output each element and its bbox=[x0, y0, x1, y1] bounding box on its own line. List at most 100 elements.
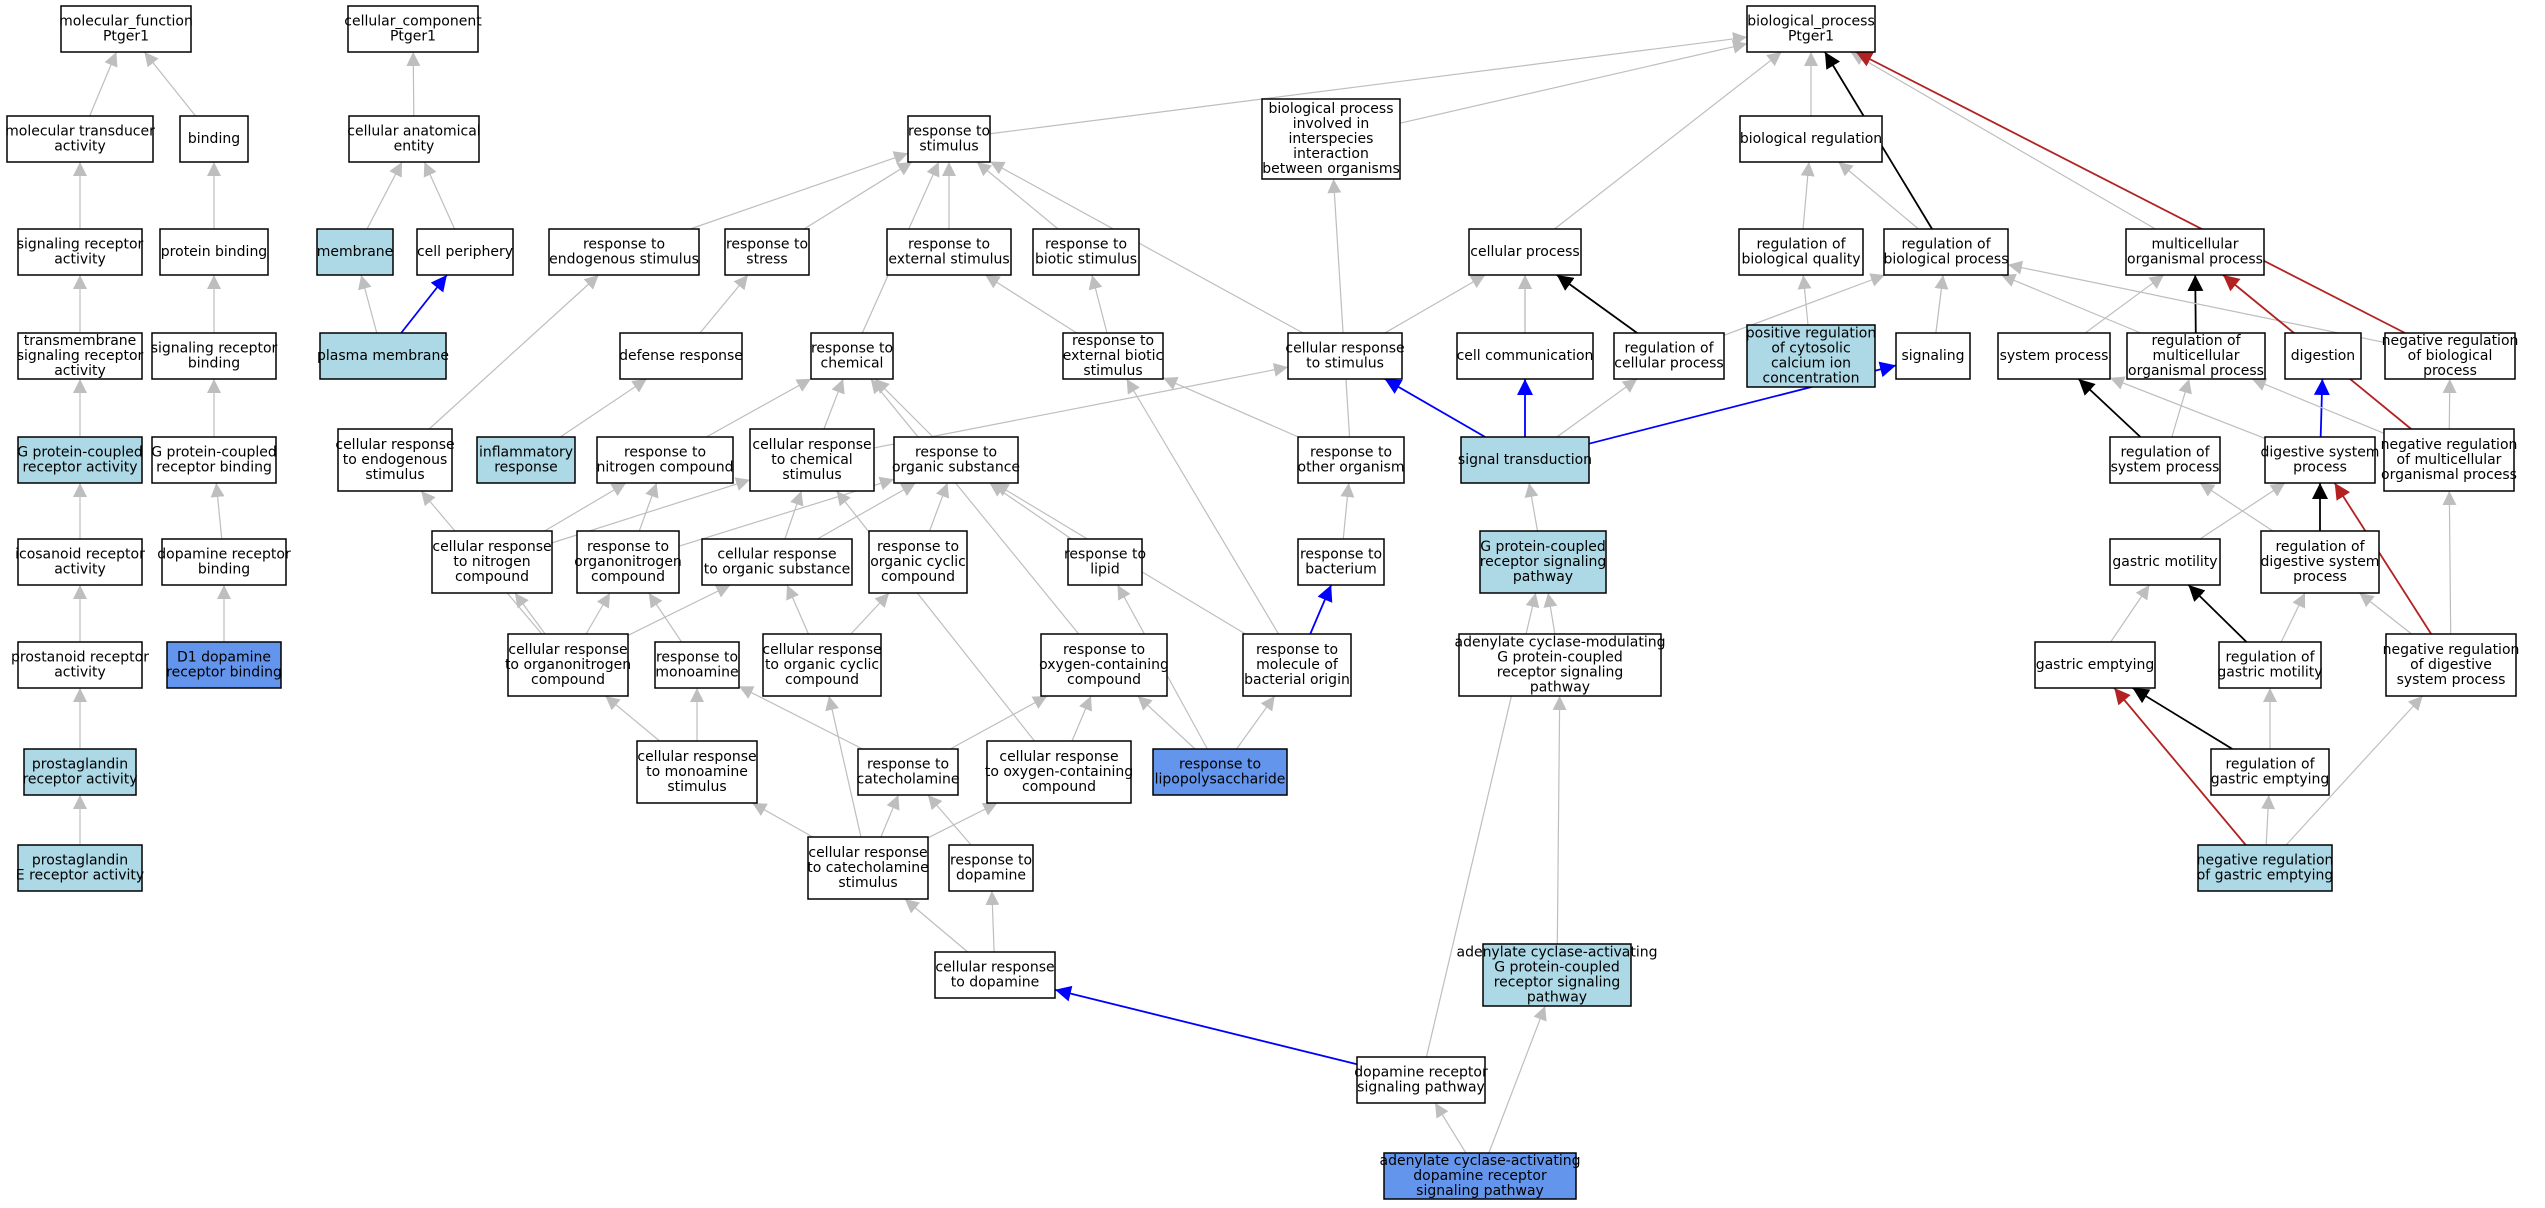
node-label: interspecies bbox=[1289, 131, 1374, 147]
node-label: response to bbox=[656, 650, 738, 666]
edge-rtbact-to-rtoo bbox=[1340, 482, 1355, 540]
node-label: endogenous stimulus bbox=[549, 252, 699, 268]
node-box bbox=[1468, 228, 1582, 276]
go-term-node: signal transduction bbox=[1458, 436, 1592, 484]
go-term-node: gastric emptying bbox=[2034, 641, 2156, 689]
node-label: process bbox=[2293, 569, 2347, 585]
node-box bbox=[166, 641, 282, 689]
node-label: icosanoid receptor bbox=[15, 547, 145, 563]
node-label: cellular response bbox=[999, 749, 1118, 765]
node-box bbox=[507, 633, 629, 697]
edge-defr-to-rtstress bbox=[699, 274, 749, 334]
node-box bbox=[576, 530, 680, 594]
node-label: response to bbox=[1179, 757, 1261, 773]
node-box bbox=[2126, 332, 2266, 380]
node-label: E receptor activity bbox=[16, 868, 144, 884]
node-box bbox=[2210, 748, 2330, 796]
go-term-node: gastric motility bbox=[2109, 538, 2221, 586]
node-label: D1 dopamine bbox=[177, 650, 271, 666]
node-label: to oxygen-containing bbox=[985, 764, 1133, 780]
edge-cronc-to-cros bbox=[627, 584, 731, 636]
node-box bbox=[2385, 633, 2517, 697]
node-label: response to bbox=[1310, 445, 1392, 461]
node-label: biological quality bbox=[1741, 252, 1860, 268]
node-box bbox=[596, 436, 734, 484]
node-label: response to bbox=[877, 539, 959, 555]
edge-crcat-to-rtcat bbox=[880, 794, 900, 838]
edge-rgm-to-gmot bbox=[2187, 584, 2248, 643]
edge-crcs-to-rtchem bbox=[823, 378, 845, 430]
edge-mta-to-mf bbox=[89, 51, 118, 117]
node-box bbox=[1458, 633, 1662, 697]
node-label: molecular transducer bbox=[5, 124, 155, 140]
edge-rtonc-to-rtnc bbox=[638, 482, 659, 532]
edge-rtoo-to-rtebs bbox=[1162, 377, 1299, 438]
edge-rtes-to-rts bbox=[689, 151, 909, 230]
node-box bbox=[2284, 332, 2362, 380]
edge-rtocc-to-rtos bbox=[928, 482, 950, 532]
node-label: cellular response bbox=[508, 642, 627, 658]
edge-drb-to-gpcrb bbox=[210, 482, 225, 540]
node-label: signaling pathway bbox=[1416, 1183, 1544, 1199]
node-box bbox=[316, 228, 394, 276]
node-label: stimulus bbox=[1083, 363, 1142, 379]
node-label: organismal process bbox=[2127, 252, 2263, 268]
node-label: organonitrogen bbox=[574, 554, 682, 570]
node-label: system process bbox=[2111, 460, 2220, 476]
node-label: Ptger1 bbox=[1788, 29, 1834, 45]
node-label: cell communication bbox=[1457, 348, 1594, 364]
edge-rbp-to-breg bbox=[1838, 161, 1919, 230]
node-label: molecule of bbox=[1256, 657, 1339, 673]
edge-crocc-to-cros bbox=[786, 584, 810, 635]
node-label: activity bbox=[54, 665, 106, 681]
node-layer: molecular_functionPtger1cellular_compone… bbox=[5, 5, 2519, 1200]
edge-nrbp-to-bp bbox=[1855, 51, 2406, 334]
node-label: response to bbox=[950, 853, 1032, 869]
edge-cproc-to-bp bbox=[1554, 51, 1782, 230]
node-label: gastric emptying bbox=[2211, 772, 2330, 788]
node-label: system process bbox=[2000, 348, 2109, 364]
node-box bbox=[986, 740, 1132, 804]
node-box bbox=[1261, 98, 1401, 180]
edge-gemp-to-gmot bbox=[2110, 584, 2150, 643]
node-box bbox=[807, 836, 929, 900]
edge-rtma-to-rtonc bbox=[648, 592, 683, 643]
node-box bbox=[548, 228, 700, 276]
node-label: to chemical bbox=[771, 452, 852, 468]
node-box bbox=[1456, 332, 1594, 380]
node-box bbox=[17, 844, 143, 892]
node-label: to monoamine bbox=[646, 764, 748, 780]
node-label: response to bbox=[587, 539, 669, 555]
node-box bbox=[868, 530, 968, 594]
node-box bbox=[151, 436, 277, 484]
node-label: concentration bbox=[1763, 371, 1860, 387]
node-box bbox=[17, 228, 143, 276]
node-label: organic substance bbox=[892, 460, 1020, 476]
node-box bbox=[1738, 228, 1864, 276]
node-label: to organic substance bbox=[704, 562, 851, 578]
node-label: compound bbox=[455, 569, 529, 585]
node-box bbox=[810, 332, 894, 380]
edge-crts-to-rts bbox=[989, 160, 1304, 334]
node-label: negative regulation bbox=[2381, 437, 2518, 453]
edge-rsysp-to-rmop bbox=[2171, 378, 2192, 438]
